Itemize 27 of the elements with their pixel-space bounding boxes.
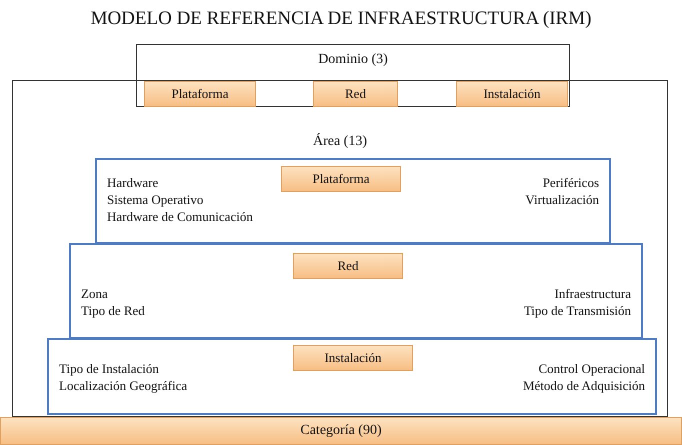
- layer-panel: [95, 158, 611, 244]
- layer-panel: [47, 338, 657, 415]
- layer-item-text: Hardware: [107, 174, 158, 191]
- layer-item-text: Periféricos: [542, 174, 599, 191]
- category-bar: Categoría (90): [0, 417, 682, 445]
- layer-heading-box: Plataforma: [281, 166, 401, 192]
- layer-item-text: Localización Geográfica: [59, 377, 188, 394]
- area-title: Área (13): [312, 133, 368, 150]
- category-box: Instalación: [456, 81, 568, 107]
- layer-item-text: Tipo de Instalación: [59, 360, 159, 377]
- diagram-title: MODELO DE REFERENCIA DE INFRAESTRUCTURA (IRM): [90, 8, 592, 30]
- layer-heading-box: Red: [293, 253, 403, 279]
- layer-item-text: Hardware de Comunicación: [107, 208, 253, 225]
- domain-title: Dominio (3): [317, 51, 389, 68]
- layer-item-text: Virtualización: [525, 191, 599, 208]
- category-box: Plataforma: [144, 81, 256, 107]
- layer-item-text: Sistema Operativo: [107, 191, 204, 208]
- layer-item-text: Tipo de Transmisión: [524, 302, 631, 319]
- layer-item-text: Infraestructura: [554, 285, 631, 302]
- layer-item-text: Control Operacional: [538, 360, 645, 377]
- layer-heading-box: Instalación: [293, 345, 413, 371]
- layer-item-text: Tipo de Red: [81, 302, 145, 319]
- layer-item-text: Método de Adquisición: [522, 377, 645, 394]
- layer-panel: [69, 243, 643, 339]
- category-box: Red: [313, 81, 398, 107]
- area-box: [12, 80, 668, 417]
- layer-item-text: Zona: [81, 285, 108, 302]
